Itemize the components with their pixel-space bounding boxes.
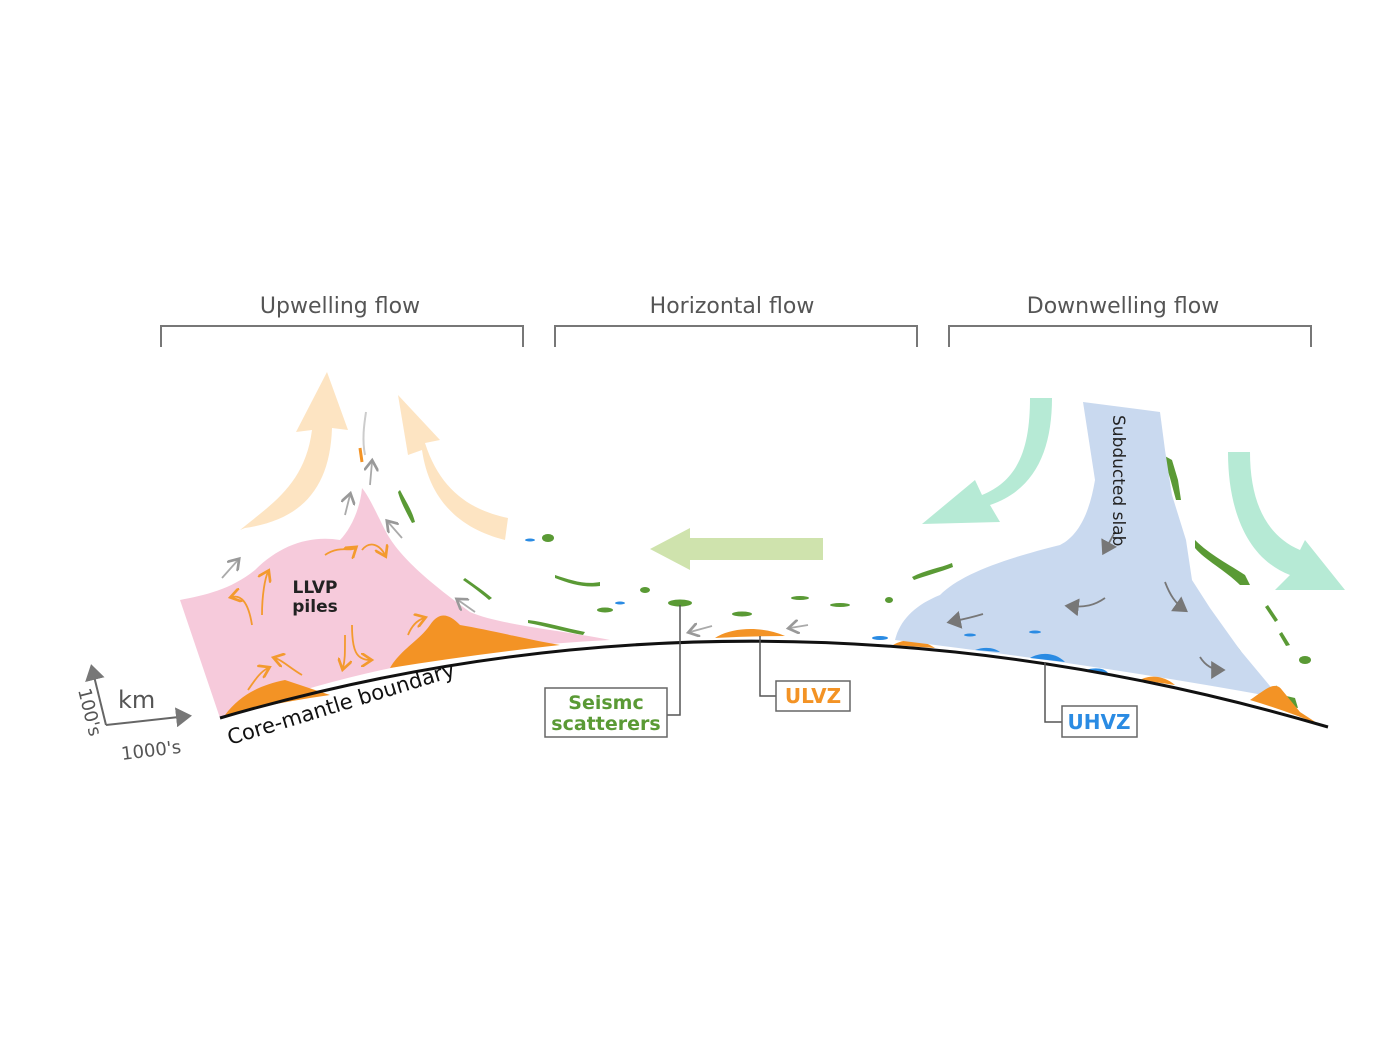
ulvz-box (775, 680, 851, 712)
downwelling-arrow-left (922, 398, 1052, 524)
downwelling-title: Downwelling flow (1027, 294, 1219, 319)
ulvz-leader (759, 636, 776, 697)
vertical-scale-arrow (85, 664, 107, 726)
scale-axes: km 100's 1000's (73, 664, 192, 765)
horizontal-title: Horizontal flow (650, 294, 815, 319)
scale-unit: km (118, 686, 155, 714)
scatterers-leader (667, 605, 681, 716)
horizontal-bracket (554, 325, 918, 347)
slab-flow-arrows (946, 531, 1226, 679)
downwelling-header: Downwelling flow (948, 294, 1312, 347)
llvp-label-line2: piles (292, 597, 337, 617)
uhvz-label: UHVZ (1068, 710, 1131, 734)
horizontal-header: Horizontal flow (554, 294, 918, 347)
uhvz-box (1061, 705, 1138, 738)
upwelling-header: Upwelling flow (160, 294, 524, 347)
ulvz-patch (715, 629, 785, 638)
uhvz-fragments (525, 538, 888, 640)
vertical-scale-label: 100's (73, 686, 105, 738)
subducted-slab-label: Subducted slab (1108, 415, 1128, 546)
ulvz-patch (390, 615, 560, 668)
upwelling-arrow-left (240, 372, 348, 530)
ulvz-patches-right (1140, 676, 1320, 725)
core-mantle-boundary-line (219, 639, 1329, 729)
llvp-label-line1: LLVP (293, 578, 338, 598)
plume-fragment (358, 447, 364, 463)
ulvz-patch (893, 640, 935, 648)
downwelling-bracket (948, 325, 1312, 347)
ulvz-patch (225, 680, 330, 715)
horizontal-scale-arrow (105, 707, 192, 728)
uhvz-leader (1044, 662, 1062, 723)
gray-flow-arrows (221, 462, 809, 632)
ulvz-label: ULVZ (785, 684, 841, 708)
scatterers-label-line1: Seismc (568, 692, 643, 714)
upwelling-arrow-right (398, 395, 508, 540)
plume-trail (362, 411, 367, 456)
scatterers-label-line2: scatterers (551, 713, 660, 735)
scatterers-box (544, 687, 668, 738)
subducted-slab (895, 402, 1280, 698)
llvp-convection-arrows (232, 543, 424, 691)
upwelling-title: Upwelling flow (260, 294, 420, 319)
downwelling-arrow-right (1228, 452, 1345, 590)
horizontal-flow-arrow (650, 528, 823, 570)
upwelling-bracket (160, 325, 524, 347)
horizontal-scale-label: 1000's (120, 737, 182, 765)
llvp-pile (180, 488, 610, 718)
